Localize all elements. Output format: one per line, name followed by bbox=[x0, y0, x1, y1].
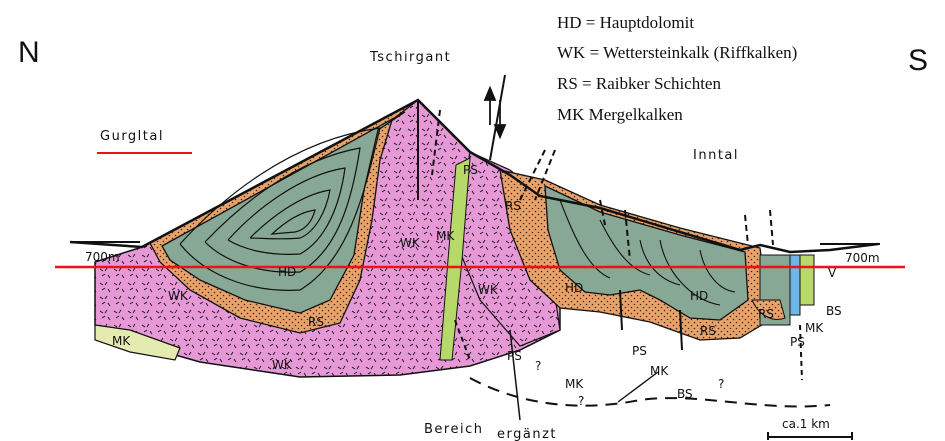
unit-mk-4: MK bbox=[650, 364, 669, 378]
elevation-left-label: 700m bbox=[85, 250, 120, 264]
unit-hd-3: HD bbox=[690, 289, 708, 303]
unit-ps-3: PS bbox=[790, 335, 805, 349]
right-valley-label: Inntal bbox=[693, 148, 739, 163]
unit-ps-1: PS bbox=[507, 349, 522, 363]
legend-item-mk: MK Mergelkalken bbox=[557, 105, 683, 124]
unit-rs-1: RS bbox=[308, 315, 324, 329]
unit-rs-3: RS bbox=[700, 324, 716, 338]
legend-item-wk: WK = Wettersteinkalk (Riffkalken) bbox=[557, 43, 797, 62]
legend-item-hd: HD = Hauptdolomit bbox=[557, 13, 694, 32]
unit-question-2: ? bbox=[578, 394, 584, 408]
unit-question-1: ? bbox=[535, 359, 541, 373]
unit-mk-1: MK bbox=[112, 334, 131, 348]
unit-ps-2: PS bbox=[632, 344, 647, 358]
scale-label: ca.1 km bbox=[782, 417, 830, 431]
unit-bs-1: BS bbox=[677, 387, 693, 401]
legend-item-rs: RS = Raibker Schichten bbox=[557, 74, 721, 93]
unit-mk-2: MK bbox=[436, 229, 455, 243]
peak-label: Tschirgant bbox=[369, 50, 451, 65]
unit-question-3: ? bbox=[718, 377, 724, 391]
unit-hd-2: HD bbox=[565, 281, 583, 295]
unit-rs-2: RS bbox=[505, 199, 521, 213]
left-valley-label: Gurgltal bbox=[100, 129, 164, 144]
legend: HD = Hauptdolomit WK = Wettersteinkalk (… bbox=[557, 13, 797, 124]
north-label: N bbox=[18, 36, 40, 69]
unit-mk-3: MK bbox=[565, 377, 584, 391]
unit-rs-4: RS bbox=[758, 307, 774, 321]
unit-wk-1: WK bbox=[400, 236, 421, 250]
unit-wk-2: WK bbox=[478, 283, 499, 297]
extended-area-label-1: Bereich bbox=[424, 422, 483, 437]
projected-boundary bbox=[470, 378, 830, 407]
extended-area-label-2: ergänzt bbox=[497, 427, 557, 441]
unit-v: V bbox=[828, 266, 837, 280]
unit-mk-5: MK bbox=[805, 321, 824, 335]
unit-ps-4: PS bbox=[463, 163, 478, 177]
south-label: S bbox=[908, 44, 928, 77]
unit-hd-1: HD bbox=[278, 265, 296, 279]
unit-wk-4: WK bbox=[272, 358, 293, 372]
unit-wk-3: WK bbox=[168, 289, 189, 303]
scale-bar: ca.1 km bbox=[768, 417, 852, 440]
unit-bs-2: BS bbox=[826, 304, 842, 318]
elevation-right-label: 700m bbox=[845, 251, 880, 265]
